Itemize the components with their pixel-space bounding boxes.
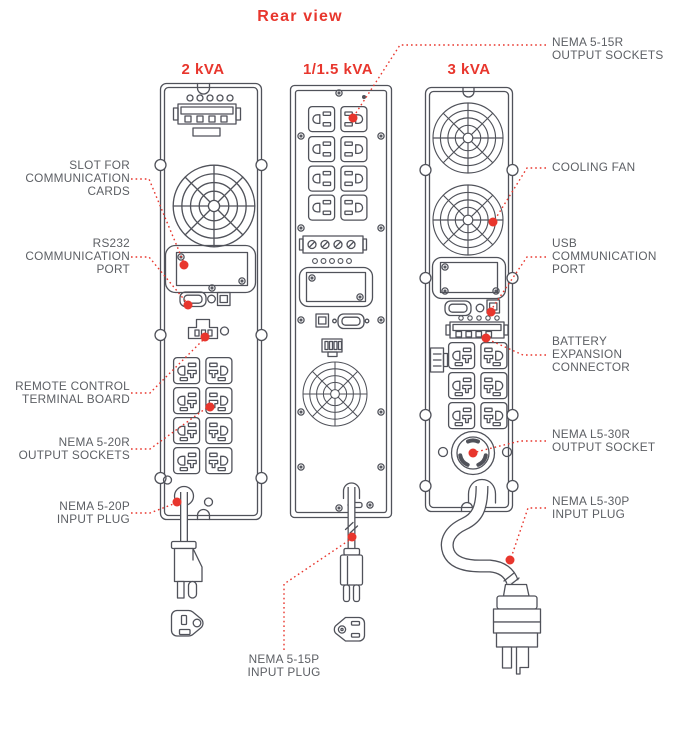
communication-card-slot-3kva [431,256,507,300]
led-holes-3kva [458,315,500,321]
callout-line-nema-5-20p [131,502,177,514]
cable-clamp-mid [342,482,361,500]
nema-5-20p-plug [170,492,204,637]
callout-label-nema-l5-30p: NEMA L5-30P INPUT PLUG [552,494,630,522]
callout-label-comm-card-slot: SLOT FOR COMMUNICATION CARDS [25,158,130,199]
callout-label-remote-terminal: REMOTE CONTROL TERMINAL BOARD [15,379,130,407]
callout-label-rs232-port: RS232 COMMUNICATION PORT [25,236,130,277]
nema-5-20p-face [170,609,204,637]
dip-switch [321,338,343,358]
callout-label-usb-port: USB COMMUNICATION PORT [552,236,657,277]
callout-line-nema-l5-30r [475,440,546,453]
callout-line-cooling-fan [493,167,546,222]
callout-line-nema-l5-30p [510,507,546,559]
usb-port-mid [315,313,330,328]
model-header-3kva: 3 kVA [447,61,491,78]
led-holes [312,258,352,264]
callout-line-rs232 [131,256,188,304]
battery-expansion-connector [445,321,509,339]
callout-line-usb [490,256,546,311]
nema-5-20r-outlets-3kva [447,341,508,430]
ups-3kva-panel [419,86,519,513]
callout-line-battery-expansion [486,338,546,356]
nema-l5-30p-plug [440,485,542,675]
callout-label-nema-5-20r: NEMA 5-20R OUTPUT SOCKETS [18,435,130,463]
nema-5-15p-plug [333,487,366,642]
model-header-1-1.5kva: 1/1.5 kVA [302,61,374,78]
callout-line-nema-5-15p [283,538,352,650]
ups-1-1.5kva-panel [289,84,393,519]
page-title: Rear view [257,8,343,25]
terminal-block [172,103,242,137]
callout-lines [131,44,546,650]
cable-clamp-3kva [467,478,497,504]
ups-2kva-panel [154,82,268,521]
nema-5-20r-outlets [172,356,233,475]
rs232-port-3kva [444,300,472,317]
callout-label-nema-5-15p: NEMA 5-15P INPUT PLUG [247,652,321,680]
cooling-fan-top [432,102,504,174]
terminal-strip [298,235,368,254]
callout-line-nema-5-20r [131,405,210,450]
callout-label-battery-expansion: BATTERY EXPANSION CONNECTOR [552,334,631,375]
callout-dots [172,113,515,565]
usb-port-2kva [216,291,231,307]
callout-label-nema-5-20p: NEMA 5-20P INPUT PLUG [56,499,130,527]
nema-l5-30r-socket [450,430,496,476]
callout-label-nema-5-15r: NEMA 5-15R OUTPUT SOCKETS [552,35,664,63]
callout-line-remote-terminal [131,338,205,394]
nema-5-15r-outlets [307,105,368,221]
communication-card-slot-mid [298,266,374,308]
model-header-2kva: 2 kVA [181,61,225,78]
fan-mid [302,361,368,427]
nema-5-15p-face [333,616,366,642]
callout-label-nema-l5-30r: NEMA L5-30R OUTPUT SOCKET [552,427,656,455]
callout-line-nema-5-15r [353,44,546,117]
fan-2kva [172,164,256,248]
communication-card-slot [164,244,257,294]
side-connector [429,347,449,373]
callout-line-comm-card-slot [131,178,185,264]
callout-label-cooling-fan: COOLING FAN [552,160,636,174]
rs232-port-mid [337,313,365,330]
indicator-holes [186,94,234,102]
